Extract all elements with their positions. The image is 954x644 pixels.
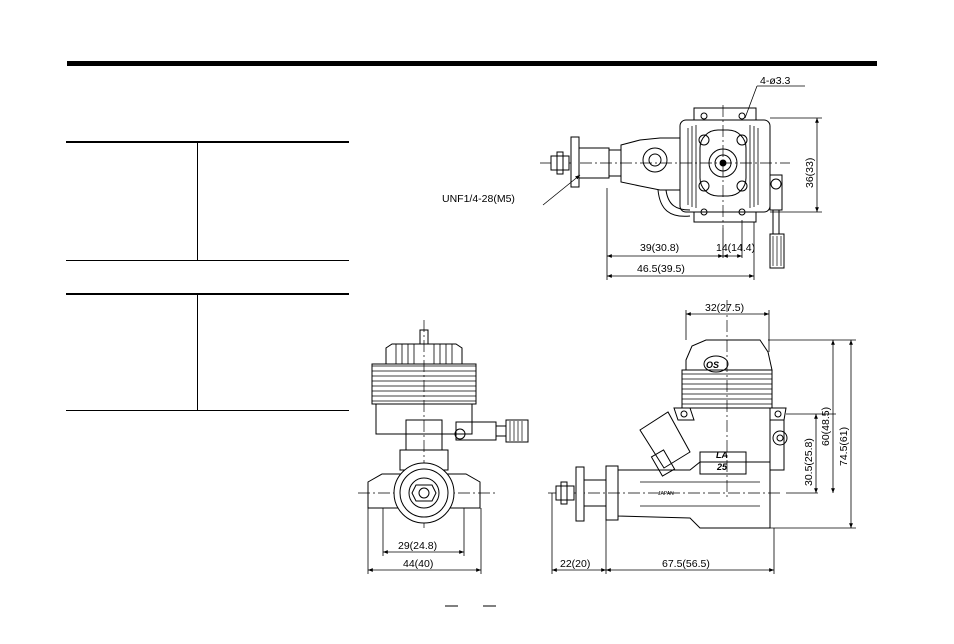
mount-height-label: 60(48.5) [820,407,832,446]
table-column-divider [197,141,198,261]
front-view-dimensions [367,508,482,574]
table-bottom-rule [66,410,349,411]
mount-spacing-label: 14(14.4) [716,242,755,254]
table-top-rule [66,141,349,143]
os-logo: OS [706,360,719,370]
origin-mark: JAPAN [658,491,674,497]
top-view-dimensions [542,85,822,280]
total-top-label: 46.5(39.5) [637,263,685,275]
front-width-inner-label: 29(24.8) [398,540,437,552]
prop-to-mount-label: 39(30.8) [640,242,679,254]
crank-height-label: 30.5(25.8) [803,438,815,486]
table-top-rule [66,293,349,295]
side-view-dimensions [551,310,856,574]
height-top-label: 36(33) [804,158,816,188]
drive-length-label: 22(20) [560,558,590,570]
top-view [540,105,790,269]
side-view [548,300,788,529]
thread-label: UNF1/4-28(M5) [442,193,515,205]
header-rule [67,61,877,66]
front-width-outer-label: 44(40) [403,558,433,570]
table-column-divider [197,293,198,411]
spec-table-2 [66,293,349,411]
table-bottom-rule [66,260,349,261]
mount-holes-label: 4-ø3.3 [760,75,791,87]
body-length-label: 67.5(56.5) [662,558,710,570]
model-number-mark: 25 [716,462,728,472]
overall-height-label: 74.5(61) [838,427,850,466]
front-view [358,320,529,528]
head-width-label: 32(27.5) [705,302,744,314]
spec-table-1 [66,141,349,261]
model-mark: LA [716,450,728,460]
